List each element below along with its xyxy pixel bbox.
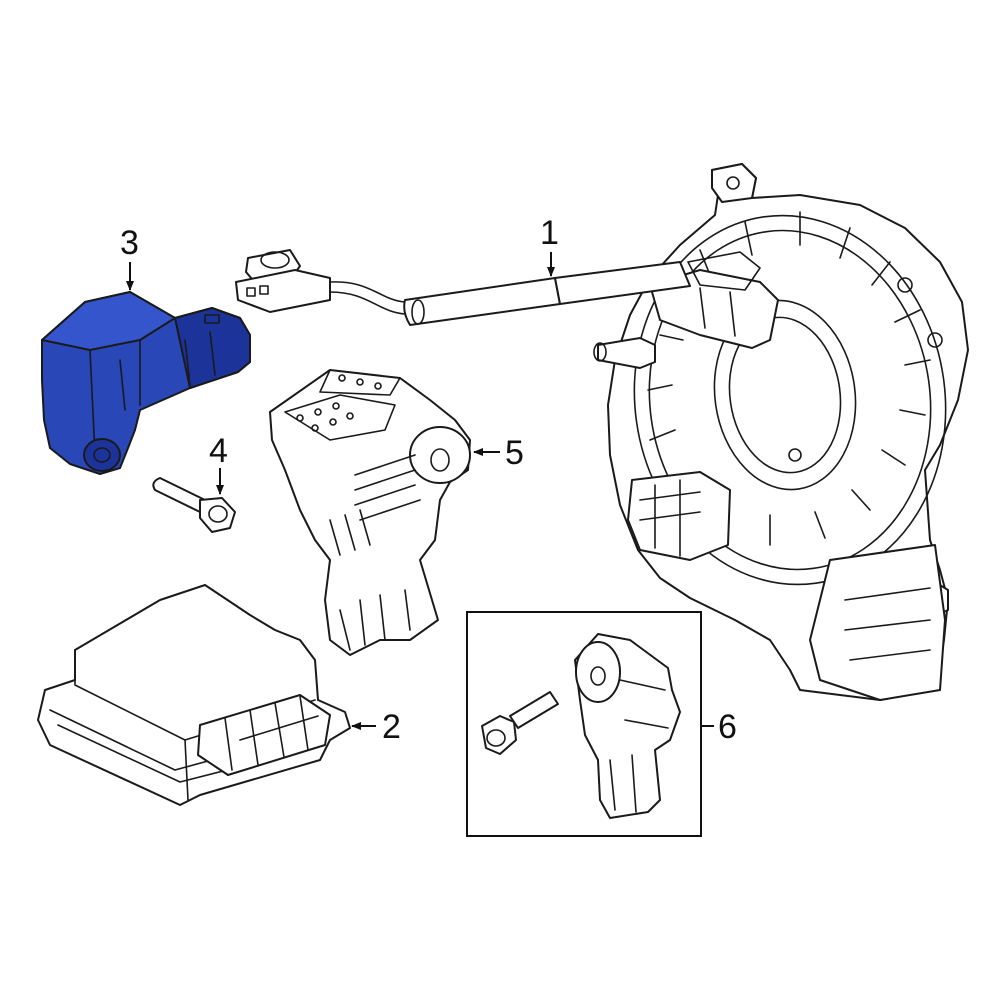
callout-1-label: 1 bbox=[540, 214, 559, 252]
callout-6-label: 6 bbox=[718, 708, 737, 746]
impact-sensor-highlighted[interactable] bbox=[41, 291, 251, 475]
callout-5-label: 5 bbox=[505, 434, 524, 472]
callout-3-label: 3 bbox=[120, 224, 139, 262]
callout-1: 1 bbox=[540, 214, 559, 277]
callout-2-label: 2 bbox=[382, 708, 401, 746]
callout-4: 4 bbox=[209, 432, 228, 495]
inset-bolt[interactable] bbox=[481, 691, 559, 755]
inset-sensor[interactable] bbox=[574, 633, 681, 819]
callout-6: 6 bbox=[701, 708, 737, 746]
callout-3: 3 bbox=[120, 224, 139, 291]
side-impact-sensor[interactable] bbox=[269, 369, 471, 656]
inset-frame bbox=[466, 611, 702, 837]
bolt[interactable] bbox=[152, 477, 236, 533]
callout-2: 2 bbox=[351, 708, 401, 746]
callout-4-label: 4 bbox=[209, 432, 228, 470]
clock-spring-assembly[interactable] bbox=[235, 163, 969, 701]
airbag-control-module[interactable] bbox=[37, 584, 351, 806]
callout-5: 5 bbox=[473, 434, 524, 472]
